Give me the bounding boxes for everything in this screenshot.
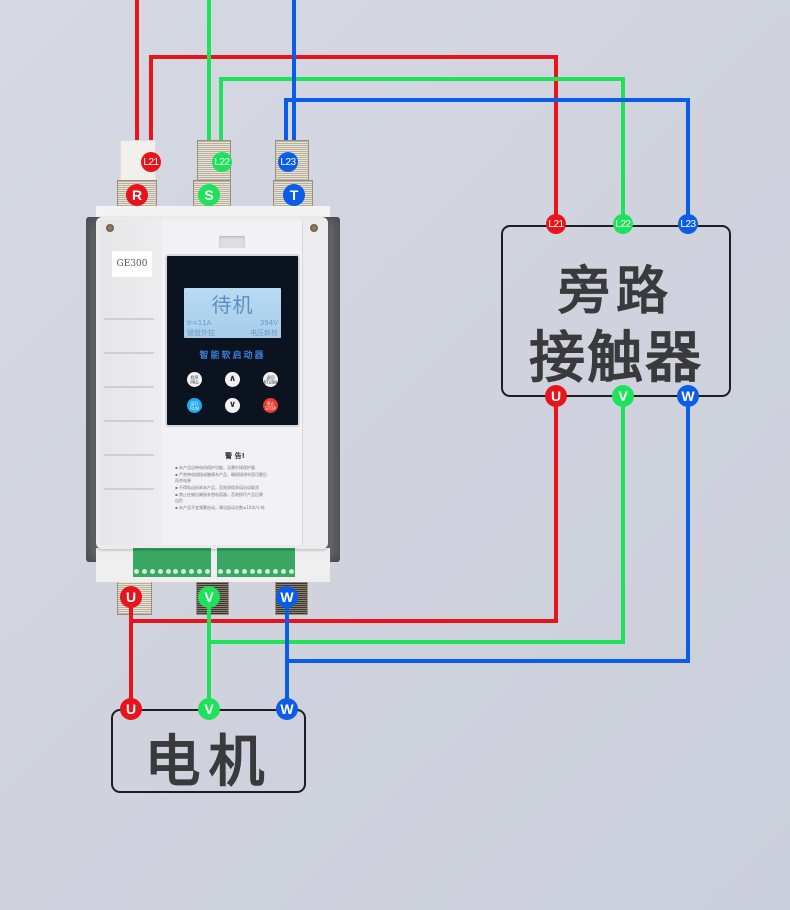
return-button-label-en: RTURN [263, 379, 278, 385]
control-terminal-block-right [217, 548, 295, 577]
terminal-w: W [276, 586, 298, 608]
terminal-v: V [198, 586, 220, 608]
run-button-label-en: RUN [190, 405, 199, 411]
chevron-up-icon: ∧ [228, 374, 237, 384]
panel-latch [219, 236, 245, 248]
motor-box: 电机 [111, 709, 306, 795]
motor-w: W [276, 698, 298, 720]
return-button[interactable]: 返回 RTURN [263, 372, 278, 387]
return-button-label-cn: 返回 [266, 374, 275, 380]
warning-line: ▪ 本产品不宜频繁启动，建议起动次数≤10次/小时 [175, 505, 265, 510]
contactor-u: U [545, 385, 567, 407]
tap-l21: L21 [141, 152, 161, 172]
prg-button-label-cn: 程序 [190, 374, 199, 380]
down-button[interactable]: ∨ [225, 398, 240, 413]
warning-line: ▪ 禁止在输出端接补偿电容器，否则损坏产品后果 [175, 492, 263, 497]
terminal-t: T [283, 184, 305, 206]
model-label: GE300 [112, 251, 152, 277]
lcd-status: 待机 [211, 293, 254, 317]
wire-l23 [284, 98, 690, 224]
bypass-contactor-label-1: 旁路 [557, 262, 674, 322]
warning-line: 自负 [175, 498, 183, 503]
stop-button[interactable]: 停止 STOP [263, 398, 278, 413]
screw-icon [106, 224, 114, 232]
device-right-panel [302, 220, 327, 545]
contactor-l23: L23 [678, 214, 698, 234]
terminal-u: U [120, 586, 142, 608]
stop-button-label-en: STOP [265, 405, 276, 411]
contactor-l21: L21 [546, 214, 566, 234]
run-button[interactable]: 运行 RUN [187, 398, 202, 413]
lcd-info: 电压新校 [250, 329, 278, 337]
tap-l22: L22 [212, 152, 232, 172]
warning-label: 警 告! ▪ 本产品自带电机保护功能，无需外接保护器 ▪ 严禁带电拔插或触摸本产… [170, 448, 300, 518]
prg-button[interactable]: 程序 PRG [187, 372, 202, 387]
warning-line: ▪ 不得私自拆卸本产品，否则质保承诺自动取消 [175, 485, 259, 490]
motor-v: V [198, 698, 220, 720]
lcd-mode: 键盘外控 [187, 329, 215, 337]
terminal-r: R [126, 184, 148, 206]
lcd-display: 待机 Ir=11A 394V 键盘外控 电压新校 [184, 288, 281, 338]
wire-l21 [149, 55, 558, 224]
prg-button-label-en: PRG [190, 379, 199, 385]
warning-line: 再合电源 [175, 478, 191, 483]
motor-label: 电机 [144, 730, 273, 795]
bypass-contactor-box: 旁路 接触器 [501, 225, 731, 397]
contactor-l22: L22 [613, 214, 633, 234]
control-terminal-block-left [133, 548, 211, 577]
screw-icon [310, 224, 318, 232]
tap-l23: L23 [278, 152, 298, 172]
lcd-current: Ir=11A [187, 319, 212, 327]
bypass-contactor-label-2: 接触器 [529, 326, 703, 391]
lcd-voltage: 394V [259, 319, 278, 327]
chevron-down-icon: ∨ [228, 400, 237, 410]
warning-line: ▪ 本产品自带电机保护功能，无需外接保护器 [175, 465, 255, 470]
terminal-s: S [198, 184, 220, 206]
brand-text: 智能软启动器 [199, 351, 266, 361]
warning-title: 警 告! [225, 452, 245, 460]
wire-l22 [219, 77, 625, 224]
contactor-w: W [677, 385, 699, 407]
up-button[interactable]: ∧ [225, 372, 240, 387]
contactor-v: V [612, 385, 634, 407]
motor-u: U [120, 698, 142, 720]
